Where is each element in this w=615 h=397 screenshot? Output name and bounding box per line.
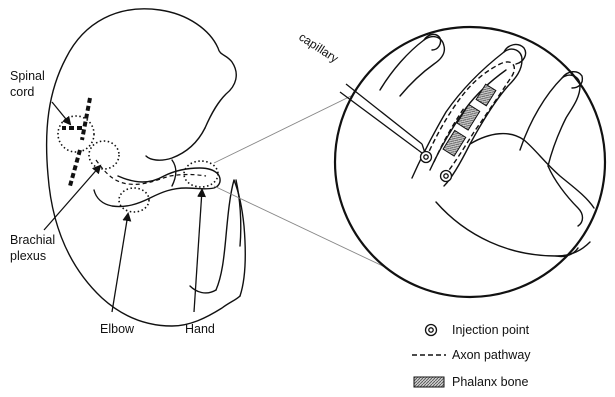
spinal-cord-arrow [52, 102, 70, 124]
label-arrows [44, 102, 202, 312]
brachial-plexus-target [89, 141, 119, 169]
phalanx-bone-icon [414, 377, 444, 387]
brachial-plexus-label-line1: Brachial [10, 233, 55, 247]
legend-phalanx-bone: Phalanx bone [414, 375, 529, 389]
hand-inset [335, 27, 605, 297]
legend-phalanx-bone-label: Phalanx bone [452, 375, 529, 389]
labels: Spinal cord Brachial plexus Elbow Hand c… [10, 30, 341, 336]
hand-arrow [194, 190, 202, 312]
hand-target [184, 161, 218, 187]
legend-axon-pathway: Axon pathway [412, 348, 531, 362]
legend-axon-pathway-label: Axon pathway [452, 348, 531, 362]
spinal-cord-target [58, 116, 94, 152]
spinal-cord-label-line2: cord [10, 85, 34, 99]
brachial-plexus-label-line2: plexus [10, 249, 46, 263]
legend-injection-point-label: Injection point [452, 323, 530, 337]
injection-point-icon [426, 325, 437, 336]
spinal-cord-path [62, 98, 90, 186]
capillary-label: capillary [296, 30, 341, 66]
hand-label: Hand [185, 322, 215, 336]
legend: Injection point Axon pathway Phalanx bon… [412, 323, 531, 389]
legend-injection-point: Injection point [426, 323, 530, 337]
elbow-arrow [112, 214, 128, 312]
spinal-cord-label-line1: Spinal [10, 69, 45, 83]
elbow-label: Elbow [100, 322, 135, 336]
